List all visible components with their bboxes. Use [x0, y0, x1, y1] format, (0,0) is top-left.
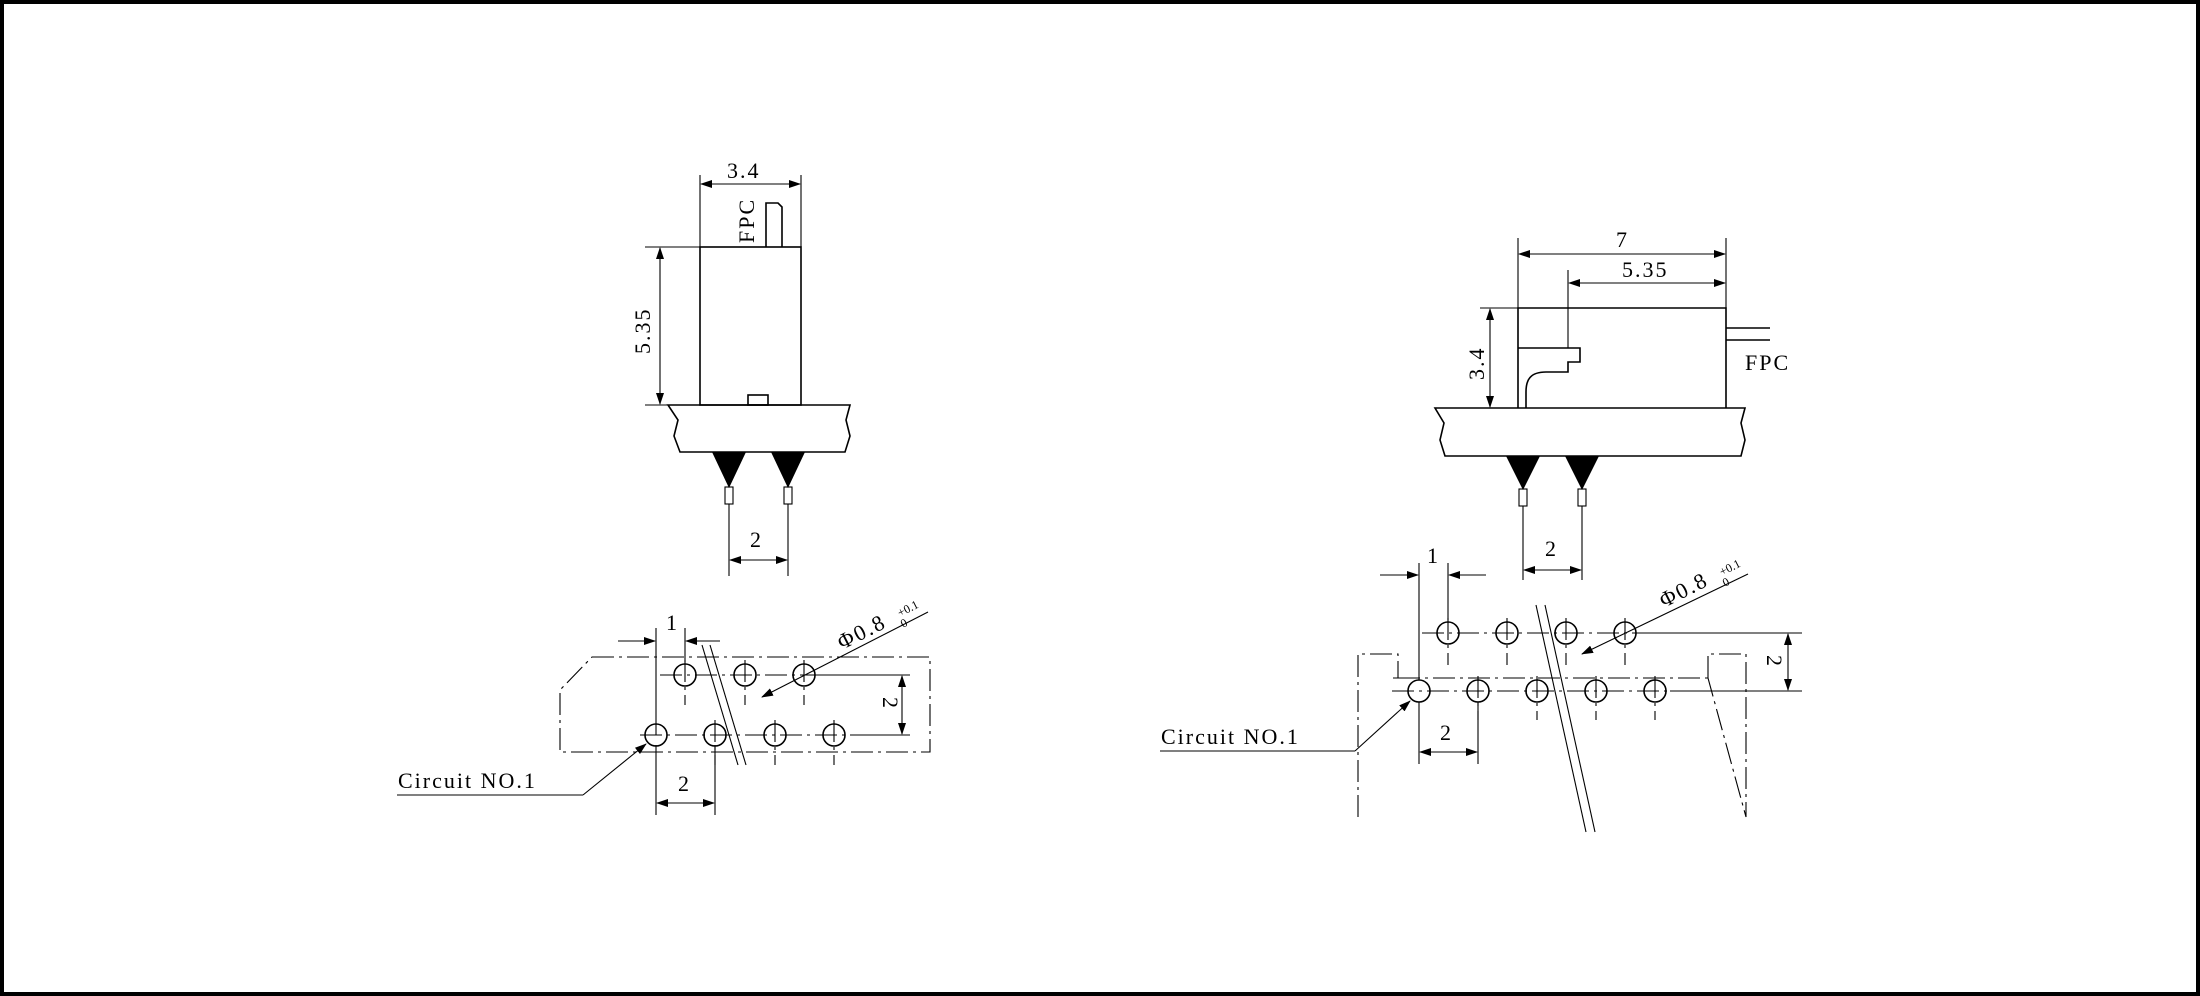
left-phi-label: Φ0.8	[833, 609, 890, 655]
right-footprint-outline	[1357, 653, 1747, 818]
right-fp-offset-dim: 1	[1427, 543, 1440, 568]
right-fpc-stub	[1726, 327, 1770, 341]
left-base-bump	[747, 394, 769, 406]
left-connector-body	[699, 246, 802, 406]
right-footprint: 1 2 2 Φ0.8 +0.1 0 Circuit NO.1	[1160, 543, 1802, 833]
svg-text:+0.1: +0.1	[1717, 556, 1743, 578]
right-side-view: FPC 7 5.35 3.4 2	[1433, 227, 1790, 580]
left-solder-fillet-2	[771, 452, 805, 488]
right-connector-body	[1517, 307, 1727, 408]
left-fpc-label: FPC	[734, 198, 759, 243]
right-pin-2	[1577, 488, 1587, 507]
left-pitch-dim: 2	[750, 527, 763, 552]
svg-text:0: 0	[898, 615, 910, 630]
right-circuit-label: Circuit NO.1	[1161, 724, 1300, 749]
left-circuit-label: Circuit NO.1	[398, 768, 537, 793]
right-solder-fillet-2	[1565, 456, 1599, 490]
svg-text:0: 0	[1720, 574, 1732, 589]
right-pin-1	[1518, 488, 1528, 507]
right-latch	[1518, 347, 1581, 408]
right-pitch-dim: 2	[1545, 536, 1558, 561]
left-width-dim: 3.4	[727, 158, 761, 183]
right-height-dim: 3.4	[1464, 347, 1489, 381]
left-fp-row-dim: 2	[878, 697, 903, 710]
left-height-dim: 5.35	[630, 308, 655, 355]
right-fp-row-dim: 2	[1762, 655, 1787, 668]
right-fpc-label: FPC	[1745, 350, 1790, 375]
left-fp-pitch-dim: 2	[678, 771, 691, 796]
left-solder-fillet-1	[712, 452, 746, 488]
left-footprint: 1 2 2 Φ0.8 +0.1 0 Circuit NO.1	[397, 597, 931, 815]
left-footprint-outline	[559, 656, 931, 753]
left-pcb-board	[666, 404, 852, 453]
left-side-view: 3.4 FPC 5.35 2	[630, 158, 852, 576]
left-fpc-tab	[765, 202, 783, 247]
right-fp-pitch-dim: 2	[1440, 720, 1453, 745]
right-pcb-board	[1433, 407, 1747, 457]
right-length-dim: 7	[1616, 227, 1629, 252]
svg-text:+0.1: +0.1	[895, 597, 921, 619]
left-fp-offset-dim: 1	[666, 610, 679, 635]
right-body-dim: 5.35	[1622, 257, 1669, 282]
right-solder-fillet-1	[1506, 456, 1540, 490]
left-pin-2	[783, 486, 793, 505]
left-pin-1	[724, 486, 734, 505]
